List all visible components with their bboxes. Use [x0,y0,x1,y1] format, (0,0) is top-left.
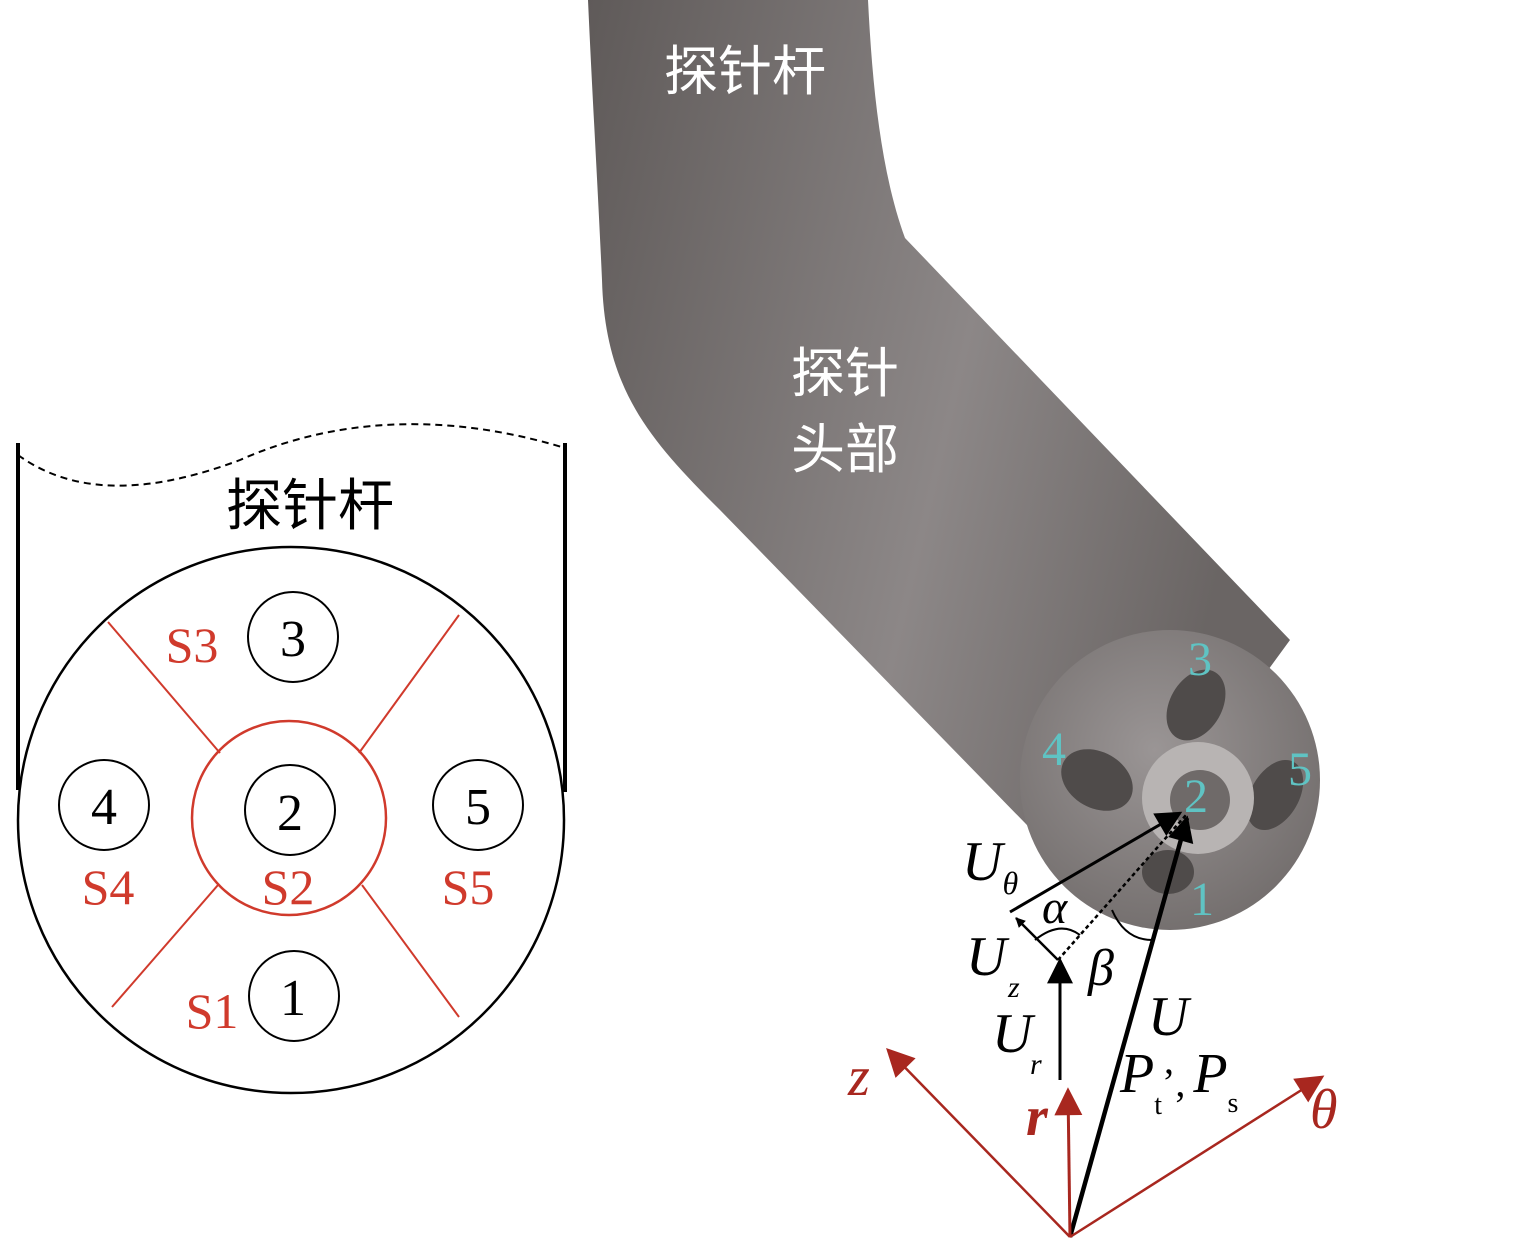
stem-label: 探针杆 [226,474,394,539]
center-sector-circle [190,719,388,917]
axis-z [886,1047,1071,1238]
hole-label-1: 1 [280,970,306,1027]
sector-label-s1: S1 [186,983,239,1039]
axis-label-z: z [847,1046,870,1108]
head-label-line1: 探针 [791,342,899,405]
render-hole-3: 3 [1188,633,1212,686]
head-label-line2: 头部 [791,418,899,481]
probe-face-circle [16,545,566,1095]
sector-label-s2: S2 [262,859,315,915]
hole-label-4: 4 [91,779,117,836]
label-u-theta: Uθ [962,831,1018,901]
probe-holes [1061,669,1304,894]
render-hole-1: 1 [1190,873,1214,926]
beta-arc [1111,909,1153,941]
hole-label-3: 3 [280,611,306,668]
label-pt-ps: Pt’,Ps [1119,1043,1238,1121]
label-alpha: α [1042,881,1068,934]
render-hole-2: 2 [1184,770,1208,823]
sector-label-s3: S3 [166,617,219,673]
cross-section-diagram: 探针杆 3 4 2 5 1 S3 S4 S2 S5 S1 [16,423,567,1095]
axis-label-theta: θ [1310,1079,1338,1141]
projection-dashed-line [1057,814,1187,961]
sector-dividers [107,614,460,1018]
axis-theta [1069,1075,1325,1239]
vector-u [1067,815,1194,1238]
stem-label-render: 探针杆 [664,40,826,103]
velocity-vectors [1009,811,1194,1238]
hole-circles [58,591,524,1042]
axis-label-r: r [1026,1086,1049,1148]
sector-label-s4: S4 [82,859,135,915]
render-hole-4: 4 [1042,723,1066,776]
probe-render: 探针杆 探针 头部 3 4 5 2 1 [588,0,1320,930]
vector-utheta [1009,811,1183,914]
label-u-z: Uz [966,926,1020,1004]
hole-label-5: 5 [465,779,491,836]
stem-break-line [17,423,566,487]
label-u-r: Ur [992,1003,1042,1081]
label-u: U [1148,986,1192,1048]
alpha-arc [1034,927,1081,941]
label-beta: β [1087,940,1114,997]
render-hole-5: 5 [1288,743,1312,796]
axis-r [1054,1087,1083,1238]
sector-label-s5: S5 [442,859,495,915]
hole-label-2: 2 [277,785,303,842]
coordinate-axes: z r θ [847,1046,1338,1239]
